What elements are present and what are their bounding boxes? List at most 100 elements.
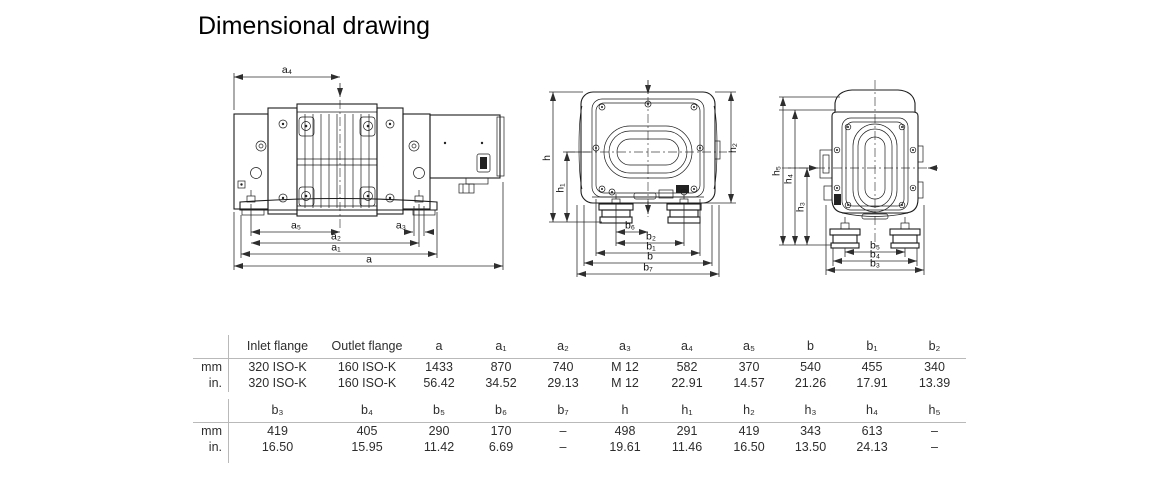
cell: 498 [614,424,636,438]
col-header: b₃ [229,399,326,423]
col-header: b₄ [326,399,408,423]
dim-label-a4: a₄ [282,64,292,76]
dim-label-a2: a₂ [331,231,341,243]
cell: 14.57 [733,376,765,390]
table-divider [228,335,229,392]
header-row: b₃ b₄ b₅ b₆ b₇ h h₁ h₂ h₃ h₄ h₅ [193,399,966,423]
housing [819,89,924,220]
motor [429,114,505,194]
col-header: b [780,335,841,359]
dim-label-b1: b₁ [646,241,656,253]
col-header: a [408,335,470,359]
cell: 455 [861,360,883,374]
cell: 13.50 [794,440,827,454]
cell: 56.42 [423,376,455,390]
dim-a5: a₅ [251,220,340,235]
pump-flange-right [376,107,404,215]
sight-glass [852,123,898,213]
pump-right-endplate [402,113,431,210]
col-header: a₄ [656,335,718,359]
row-unit-label: mm [201,424,222,438]
dim-label-b5: b₅ [870,240,880,252]
brand-mark [676,185,689,193]
col-header: a₅ [718,335,780,359]
col-header: a₃ [594,335,656,359]
feet [598,194,702,224]
cell: 16.50 [261,440,294,454]
col-header: a₂ [532,335,594,359]
dim-label-h: h [541,155,553,161]
cell: 870 [490,360,512,374]
dim-b: b [584,251,712,266]
dim-b7: b₇ [577,262,719,277]
cell: 320 ISO-K [248,360,307,374]
dim-label-b3: b₃ [870,258,880,270]
side-view-drawing: a₄ [233,64,505,270]
dimensions-table-1: Inlet flange Outlet flange a a₁ a₂ a₃ a₄… [193,335,966,392]
dim-h1: h₁ [555,151,590,222]
table-row: in. 16.50 15.95 11.42 6.69 – 19.61 11.46… [193,439,966,455]
corner-cell [193,399,229,423]
dim-a2: a₂ [251,231,419,246]
corner-cell [193,335,229,359]
cell: 540 [800,360,821,374]
cell: M 12 [611,376,639,390]
dim-extension-lines [576,199,720,277]
dim-h5: h₅ [771,97,786,245]
cell: 320 ISO-K [248,376,307,390]
dim-b6: b₆ [616,220,648,235]
cell: 6.69 [488,440,514,454]
col-header: h₅ [903,399,966,423]
cell: 15.95 [351,440,383,454]
dim-label-h2: h₂ [727,143,739,153]
col-header: h₃ [780,399,841,423]
col-header: h [594,399,656,423]
cell: 291 [676,424,698,438]
table-divider [228,399,229,463]
header-row: Inlet flange Outlet flange a a₁ a₂ a₃ a₄… [193,335,966,359]
cell: 29.13 [547,376,579,390]
cell: M 12 [611,360,639,374]
col-header: b₂ [903,335,966,359]
dim-label-h5: h₅ [771,166,783,176]
dim-h4: h₄ [783,110,798,245]
col-header: h₂ [718,399,780,423]
page-title: Dimensional drawing [198,12,431,40]
dim-label-a: a [366,254,372,266]
cell: 19.61 [609,440,641,454]
cell: 11.42 [423,440,455,454]
cell: – [559,440,567,454]
dim-label-b: b [647,251,653,263]
rear-view-drawing: h₅ h₄ h₃ b₅ b₄ b₃ [771,80,938,275]
cell: 11.46 [671,440,703,454]
cell: 343 [800,424,821,438]
dim-a: a [234,254,503,269]
row-unit-label: in. [208,440,222,454]
cell: 405 [356,424,378,438]
dim-label-b2: b₂ [646,231,656,243]
cell: – [931,424,938,438]
cell: 419 [738,424,760,438]
col-header: a₁ [470,335,532,359]
dim-label-b6: b₆ [625,220,635,232]
front-view-drawing: h h₁ h₂ b₆ b₂ [541,80,739,277]
cell: 419 [267,424,288,438]
cell: 170 [490,424,512,438]
cell: – [931,440,938,454]
cell: 34.52 [485,376,517,390]
table-row: in. 320 ISO-K 160 ISO-K 56.42 34.52 29.1… [193,375,966,391]
dim-h2: h₂ [703,91,739,204]
col-header: h₄ [841,399,903,423]
dim-b4: b₄ [833,249,917,264]
dim-b5: b₅ [845,240,905,255]
cell: 160 ISO-K [337,376,397,390]
dim-extension-lines [779,96,925,275]
row-unit-label: mm [201,360,222,374]
dim-b2: b₂ [616,231,684,246]
table-row: mm 419 405 290 170 – 498 291 419 343 613… [193,423,966,440]
col-header: b₆ [470,399,532,423]
dim-label-a3: a₃ [396,220,406,232]
dim-a1: a₁ [241,242,437,257]
cell: 340 [924,360,945,374]
sight-glass [603,125,693,179]
